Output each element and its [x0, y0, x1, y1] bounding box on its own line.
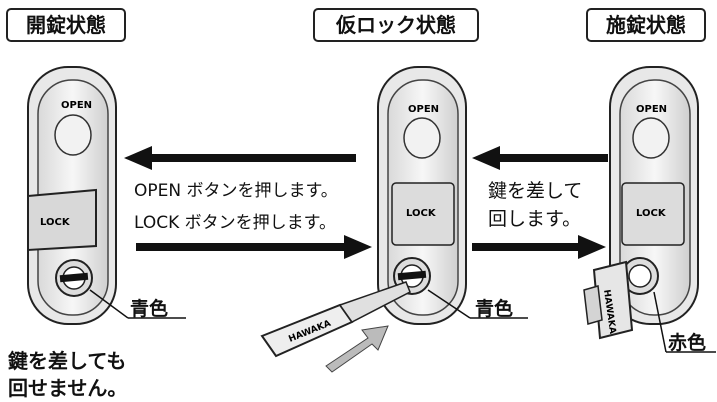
left-lock-text: LOCK: [40, 217, 71, 228]
left-open-text: OPEN: [61, 100, 92, 111]
device-unlocked: OPEN LOCK: [27, 66, 186, 325]
note-line1: 鍵を差しても: [8, 349, 127, 373]
arrow-open-left: [124, 146, 356, 170]
state-temp-lock-label: 仮ロック状態: [313, 8, 479, 42]
open-button-instruction: OPEN ボタンを押します。: [134, 181, 338, 201]
right-color-label: 赤色: [668, 332, 707, 354]
state-unlocked-label: 開錠状態: [6, 8, 126, 42]
state-locked-label: 施錠状態: [586, 8, 706, 42]
middle-lock-text: LOCK: [406, 208, 437, 219]
right-lock-text: LOCK: [636, 208, 667, 219]
middle-open-text: OPEN: [408, 104, 439, 115]
key-turn-line2: 回します。: [488, 208, 582, 230]
arrow-lock-right: [136, 235, 372, 259]
device-temp-lock: OPEN LOCK HAWAKA: [260, 66, 528, 373]
arrow-key-right: [472, 235, 606, 259]
lock-button-instruction: LOCK ボタンを押します。: [134, 213, 336, 233]
arrow-key-left: [472, 146, 608, 170]
middle-color-label: 青色: [475, 298, 514, 320]
note-line2: 回せません。: [8, 376, 128, 400]
device-locked: OPEN LOCK HAWAKA: [583, 66, 716, 353]
key-turn-line1: 鍵を差して: [488, 180, 583, 202]
left-color-label: 青色: [130, 298, 169, 320]
right-open-text: OPEN: [636, 104, 667, 115]
